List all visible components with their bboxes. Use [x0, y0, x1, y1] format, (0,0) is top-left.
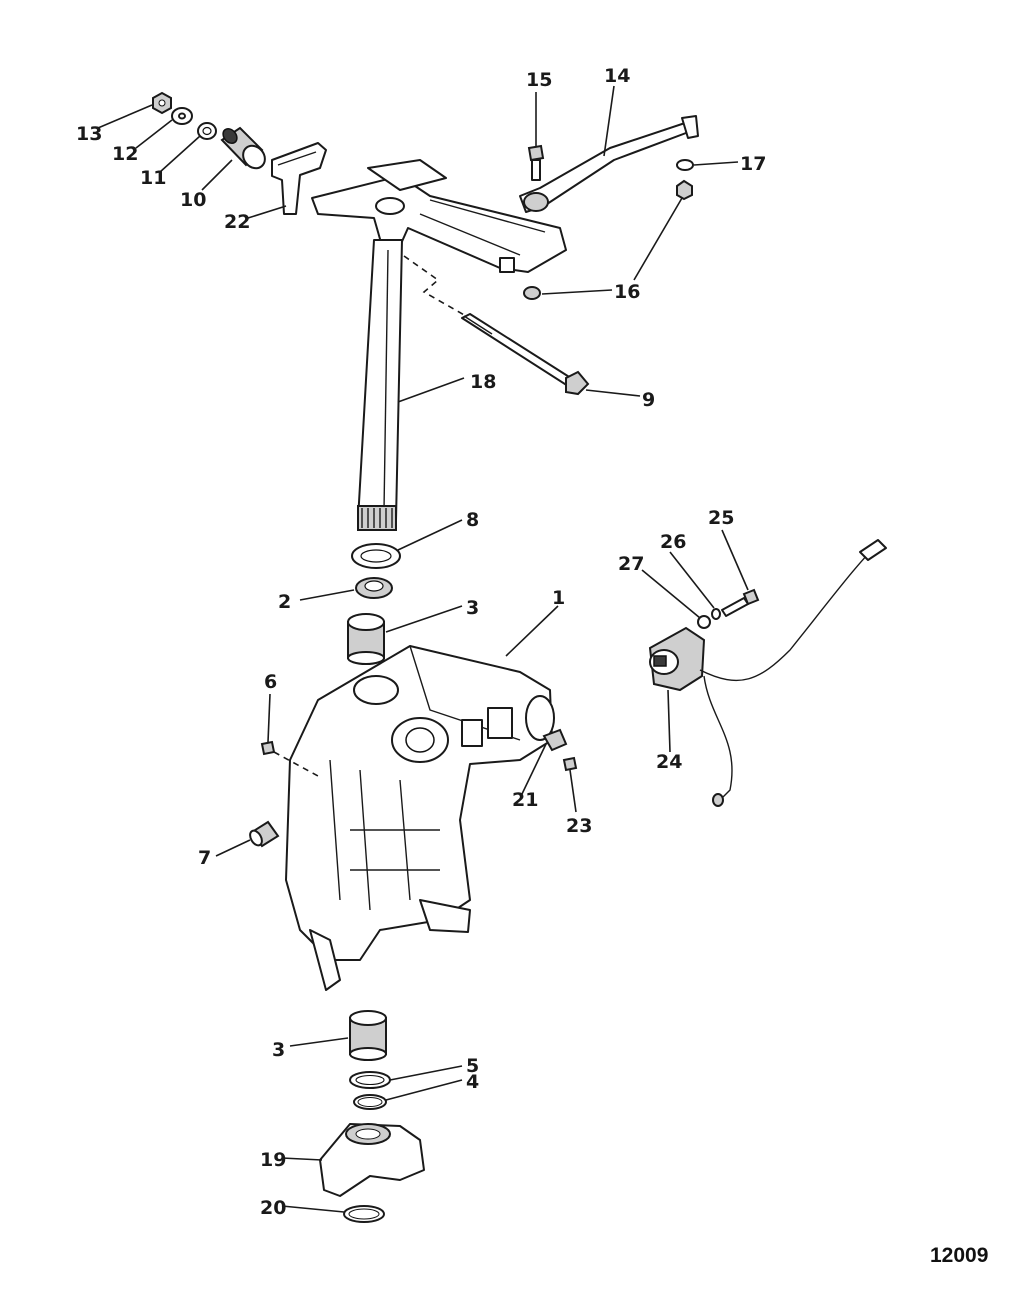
part-20-snap-ring — [343, 1205, 385, 1223]
leader-17 — [693, 161, 739, 166]
part-1-swivel-bracket — [285, 645, 555, 991]
callout-11: 11 — [140, 167, 166, 189]
part-25-screw — [721, 588, 760, 617]
callout-23: 23 — [566, 815, 592, 837]
leader-5 — [389, 1065, 463, 1081]
part-3-bushing-lower — [349, 1010, 387, 1061]
callout-10: 10 — [180, 189, 206, 211]
part-9-bolt — [461, 313, 590, 396]
leader-4 — [385, 1079, 463, 1101]
part-3-bushing-upper — [347, 613, 385, 665]
dashed-assembly-line-9 — [403, 255, 467, 317]
leader-27 — [641, 569, 701, 619]
callout-6: 6 — [264, 671, 277, 693]
part-13-nut — [152, 91, 172, 115]
callout-12: 12 — [112, 143, 138, 165]
part-14-link — [519, 115, 699, 213]
drawing-number: 12009 — [930, 1244, 988, 1267]
callout-7: 7 — [198, 847, 211, 869]
callout-5: 5 — [466, 1055, 479, 1077]
callout-25: 25 — [708, 507, 734, 529]
leader-3a — [385, 605, 463, 633]
callout-3-upper: 3 — [466, 597, 479, 619]
callout-3-lower: 3 — [272, 1039, 285, 1061]
dashed-assembly-line-6 — [273, 751, 319, 777]
leader-16b — [633, 197, 683, 281]
callout-18: 18 — [470, 371, 496, 393]
part-7-bushing — [249, 820, 280, 848]
leader-12 — [135, 119, 173, 149]
leader-21 — [521, 743, 547, 795]
leader-7 — [215, 839, 251, 857]
part-17-washer — [676, 159, 694, 171]
part-15-bolt — [527, 144, 545, 181]
part-4-ring — [353, 1094, 387, 1110]
part-19-yoke — [319, 1123, 425, 1197]
callout-13: 13 — [76, 123, 102, 145]
callout-17: 17 — [740, 153, 766, 175]
part-26-lock-washer — [711, 608, 721, 620]
part-12-washer — [171, 107, 193, 125]
callout-labels: 13 12 11 10 22 15 14 17 16 18 9 8 2 3 1 … — [76, 65, 766, 1219]
callout-15: 15 — [526, 69, 552, 91]
callout-27: 27 — [618, 553, 644, 575]
callout-24: 24 — [656, 751, 682, 773]
leader-lines — [97, 85, 749, 1213]
part-22-bracket — [271, 142, 327, 215]
part-16-nut-upper — [676, 179, 693, 201]
callout-16: 16 — [614, 281, 640, 303]
part-18-steering-arm-assembly — [311, 159, 567, 531]
leader-9 — [585, 389, 641, 397]
leader-3b — [289, 1037, 349, 1047]
leader-13 — [97, 104, 153, 129]
part-2-seal — [355, 577, 393, 599]
leader-24 — [667, 689, 671, 753]
part-8-washer — [351, 543, 401, 569]
callout-4: 4 — [466, 1071, 479, 1093]
part-21-fitting — [542, 728, 568, 752]
callout-20: 20 — [260, 1197, 286, 1219]
part-27-washer — [697, 615, 711, 629]
part-11-lock-washer — [197, 122, 217, 140]
leader-19 — [281, 1157, 323, 1161]
callout-26: 26 — [660, 531, 686, 553]
part-16-nut-lower — [523, 286, 541, 300]
callout-19: 19 — [260, 1149, 286, 1171]
callout-1: 1 — [552, 587, 565, 609]
leader-2 — [299, 589, 355, 601]
leader-14 — [603, 85, 615, 157]
part-10-bushing — [220, 126, 266, 170]
callout-14: 14 — [604, 65, 630, 87]
leader-26 — [669, 551, 715, 609]
callout-2: 2 — [278, 591, 291, 613]
leader-25 — [721, 529, 749, 591]
leader-11 — [159, 135, 201, 173]
leader-23 — [569, 769, 577, 813]
leader-22 — [247, 205, 287, 219]
part-5-washer — [349, 1071, 391, 1089]
callout-8: 8 — [466, 509, 479, 531]
part-24-switch — [648, 539, 887, 807]
leader-1 — [505, 605, 559, 657]
callout-22: 22 — [224, 211, 250, 233]
leader-6 — [267, 693, 271, 743]
callout-9: 9 — [642, 389, 655, 411]
part-23-screw — [562, 756, 578, 772]
leader-18 — [397, 377, 465, 403]
leader-16a — [541, 289, 613, 295]
callout-21: 21 — [512, 789, 538, 811]
leader-10 — [201, 159, 233, 191]
leader-20 — [281, 1205, 345, 1213]
leader-8 — [397, 519, 463, 551]
part-6-fitting — [260, 740, 276, 756]
